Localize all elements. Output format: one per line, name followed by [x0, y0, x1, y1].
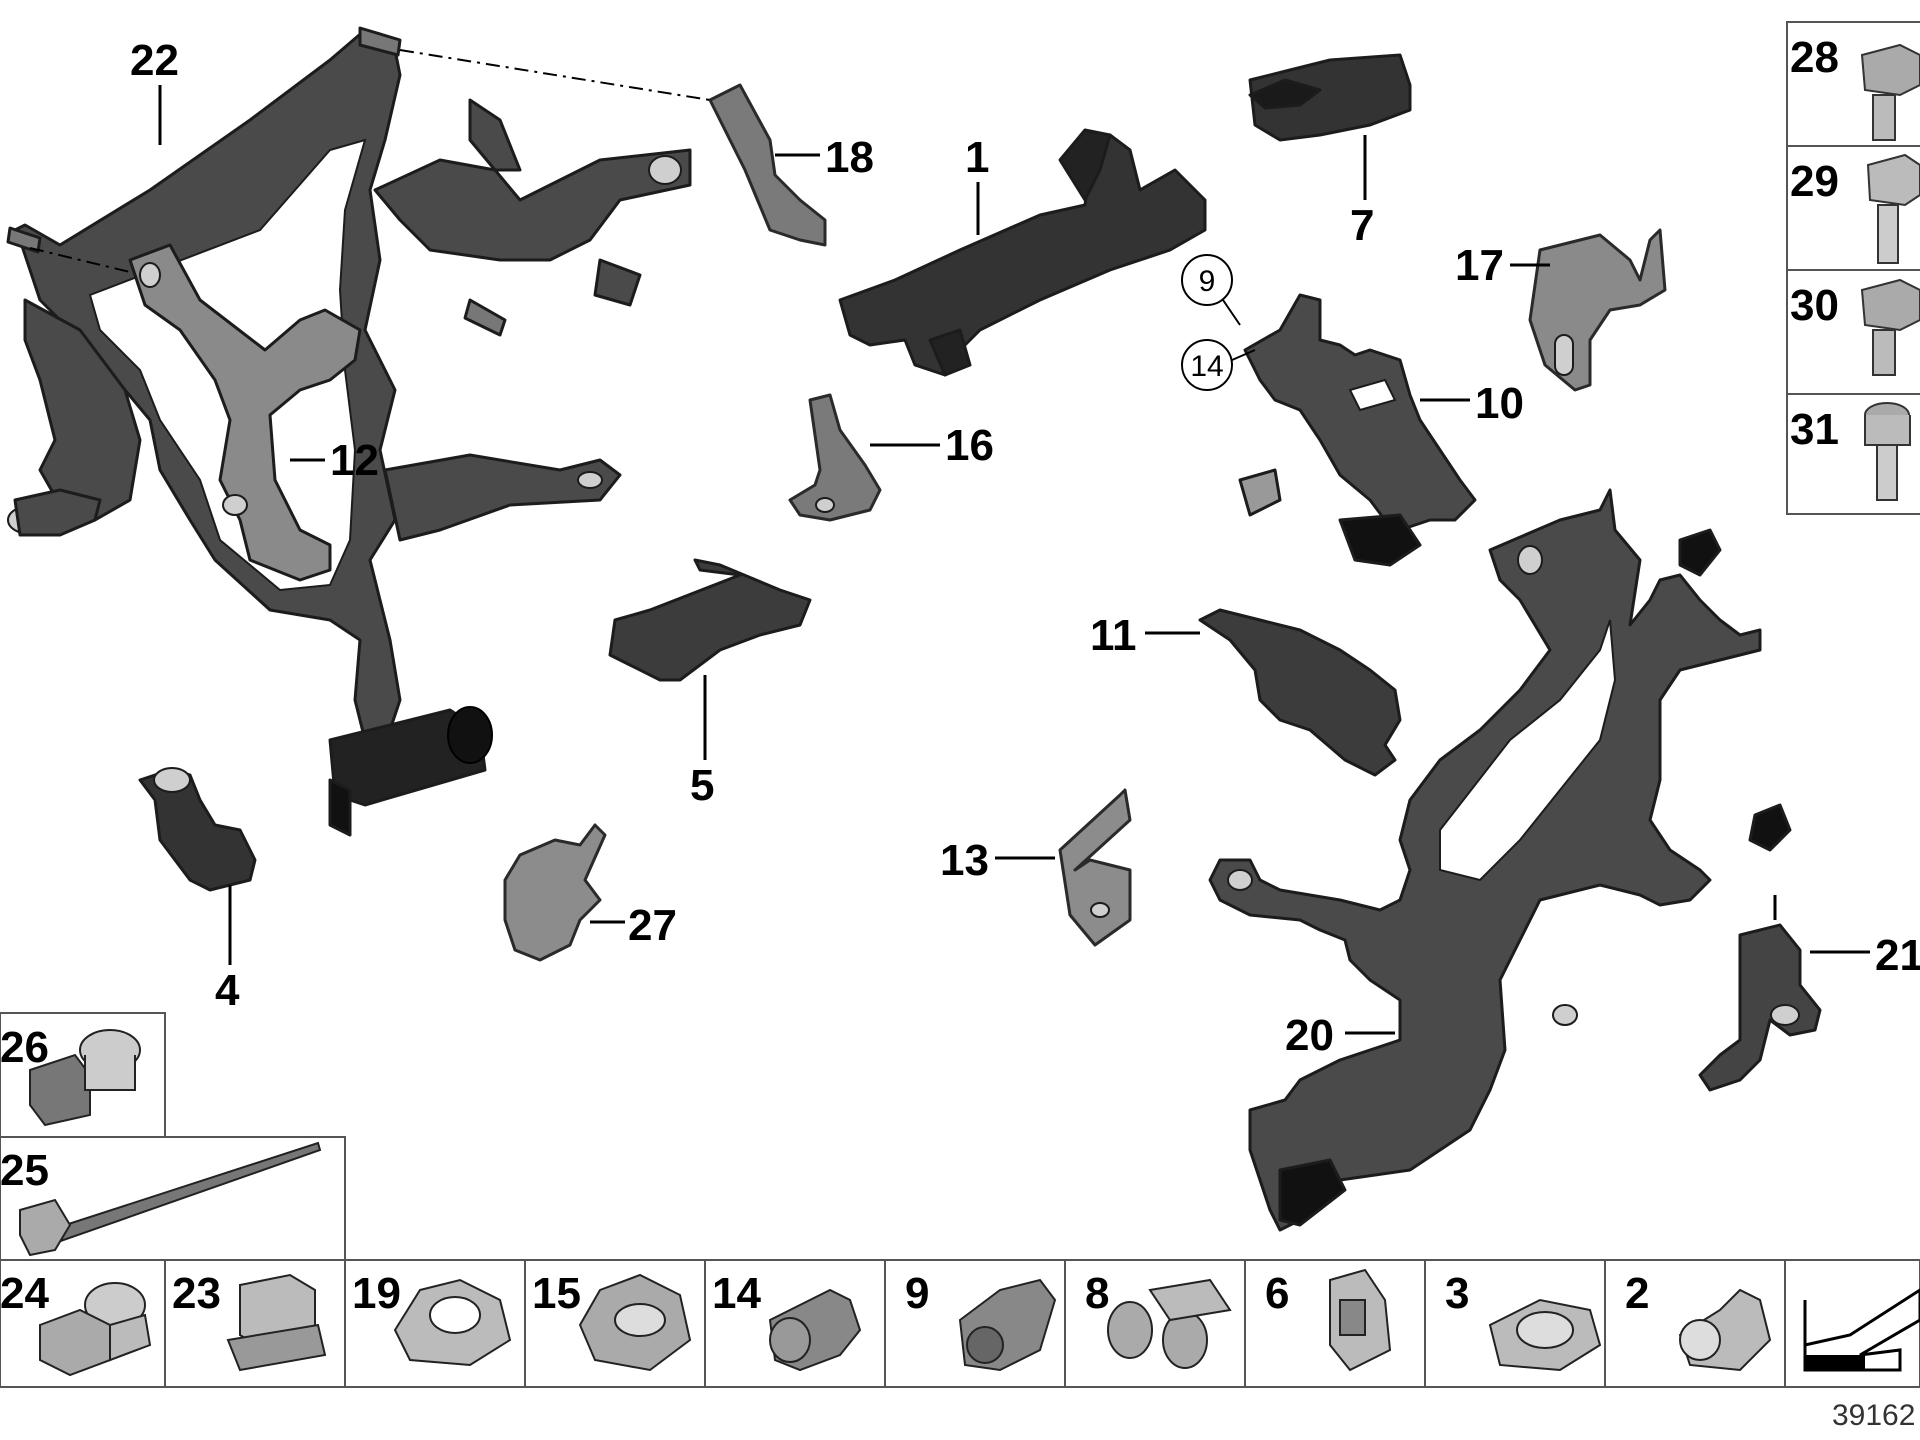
bolt-panel: 28 29 30 31 — [1786, 21, 1920, 515]
callouts: 22 18 1 7 17 12 16 9 14 10 5 11 4 27 13 — [130, 36, 1920, 1060]
callout-30: 30 — [1790, 281, 1839, 330]
callout-29: 29 — [1790, 157, 1839, 206]
callout-14: 14 — [1190, 350, 1223, 383]
clip-3-icon — [1488, 1298, 1602, 1372]
callout-7: 7 — [1350, 201, 1374, 250]
circle-callout-14 — [1181, 339, 1233, 391]
part-22-bracket-frame — [6, 26, 692, 837]
callout-4: 4 — [215, 966, 240, 1015]
side-panel: 26 25 — [0, 1012, 346, 1261]
clip-26-icon — [29, 1029, 141, 1127]
clip-9-icon — [958, 1278, 1057, 1372]
clip-15-icon — [578, 1273, 692, 1372]
callout-24: 24 — [0, 1269, 49, 1318]
callout-13: 13 — [940, 836, 989, 885]
drawing-id: 39162 — [1832, 1399, 1915, 1432]
callout-16: 16 — [945, 421, 994, 470]
callout-14b: 14 — [712, 1269, 761, 1318]
callout-26: 26 — [0, 1023, 49, 1072]
callout-11: 11 — [1090, 611, 1137, 660]
callout-31: 31 — [1790, 405, 1839, 454]
part-12-inner-bracket — [128, 243, 362, 582]
part-7-clip — [1248, 53, 1412, 142]
part-5-bracket — [608, 558, 812, 682]
clip-24-icon — [39, 1282, 152, 1377]
clip-6-icon — [1329, 1268, 1392, 1372]
callout-18: 18 — [825, 133, 874, 182]
bolt-panel-frame — [1786, 21, 1920, 515]
callout-1: 1 — [965, 133, 989, 182]
callout-25: 25 — [0, 1146, 49, 1195]
callout-28: 28 — [1790, 33, 1839, 82]
part-10-bracket — [1238, 293, 1477, 567]
clip-23-icon — [226, 1273, 327, 1372]
callout-9: 9 — [1199, 265, 1216, 298]
clip-2-icon — [1678, 1288, 1772, 1372]
callout-17: 17 — [1455, 241, 1504, 290]
callout-15: 15 — [532, 1269, 581, 1318]
clip-14-icon — [768, 1288, 862, 1372]
callout-20: 20 — [1285, 1011, 1334, 1060]
callout-27: 27 — [628, 901, 677, 950]
callout-22: 22 — [130, 36, 179, 85]
part-1-clip-holder — [838, 128, 1207, 377]
callout-23: 23 — [172, 1269, 221, 1318]
part-20-right-frame — [1208, 488, 1762, 1232]
part-11-bracket — [1198, 608, 1402, 777]
callout-10: 10 — [1475, 379, 1524, 428]
bottom-row: 24 23 19 15 14 9 8 6 3 2 — [0, 1259, 1920, 1388]
part-18-plate — [399, 49, 827, 247]
callout-8: 8 — [1085, 1269, 1109, 1318]
callout-3: 3 — [1445, 1269, 1469, 1318]
callout-6: 6 — [1265, 1269, 1289, 1318]
bottom-row-frame — [0, 1259, 1920, 1388]
clip-8-icon — [1107, 1278, 1232, 1369]
callout-5: 5 — [690, 761, 714, 810]
part-4-clip — [138, 767, 257, 892]
cable-tie-25-icon — [19, 1141, 322, 1257]
assembly-line-22-12 — [29, 247, 131, 273]
part-16-bracket — [788, 393, 882, 522]
bolt-31-icon — [1864, 402, 1911, 501]
part-17-bracket — [1528, 228, 1667, 392]
clip-19-icon — [393, 1278, 512, 1367]
callout-12: 12 — [330, 436, 379, 485]
direction-arrow-icon — [1803, 1288, 1920, 1372]
part-27-clip — [503, 823, 607, 962]
part-21-clip-bracket — [1698, 803, 1822, 1092]
part-13-bracket — [1058, 788, 1132, 947]
callout-19: 19 — [352, 1269, 401, 1318]
callout-9b: 9 — [905, 1269, 929, 1318]
bolt-29-icon — [1866, 153, 1920, 264]
bolt-28-icon — [1860, 43, 1920, 141]
callout-2: 2 — [1625, 1269, 1649, 1318]
callout-21: 21 — [1875, 931, 1920, 980]
circle-callout-9 — [1181, 254, 1233, 306]
bolt-30-icon — [1860, 278, 1920, 376]
